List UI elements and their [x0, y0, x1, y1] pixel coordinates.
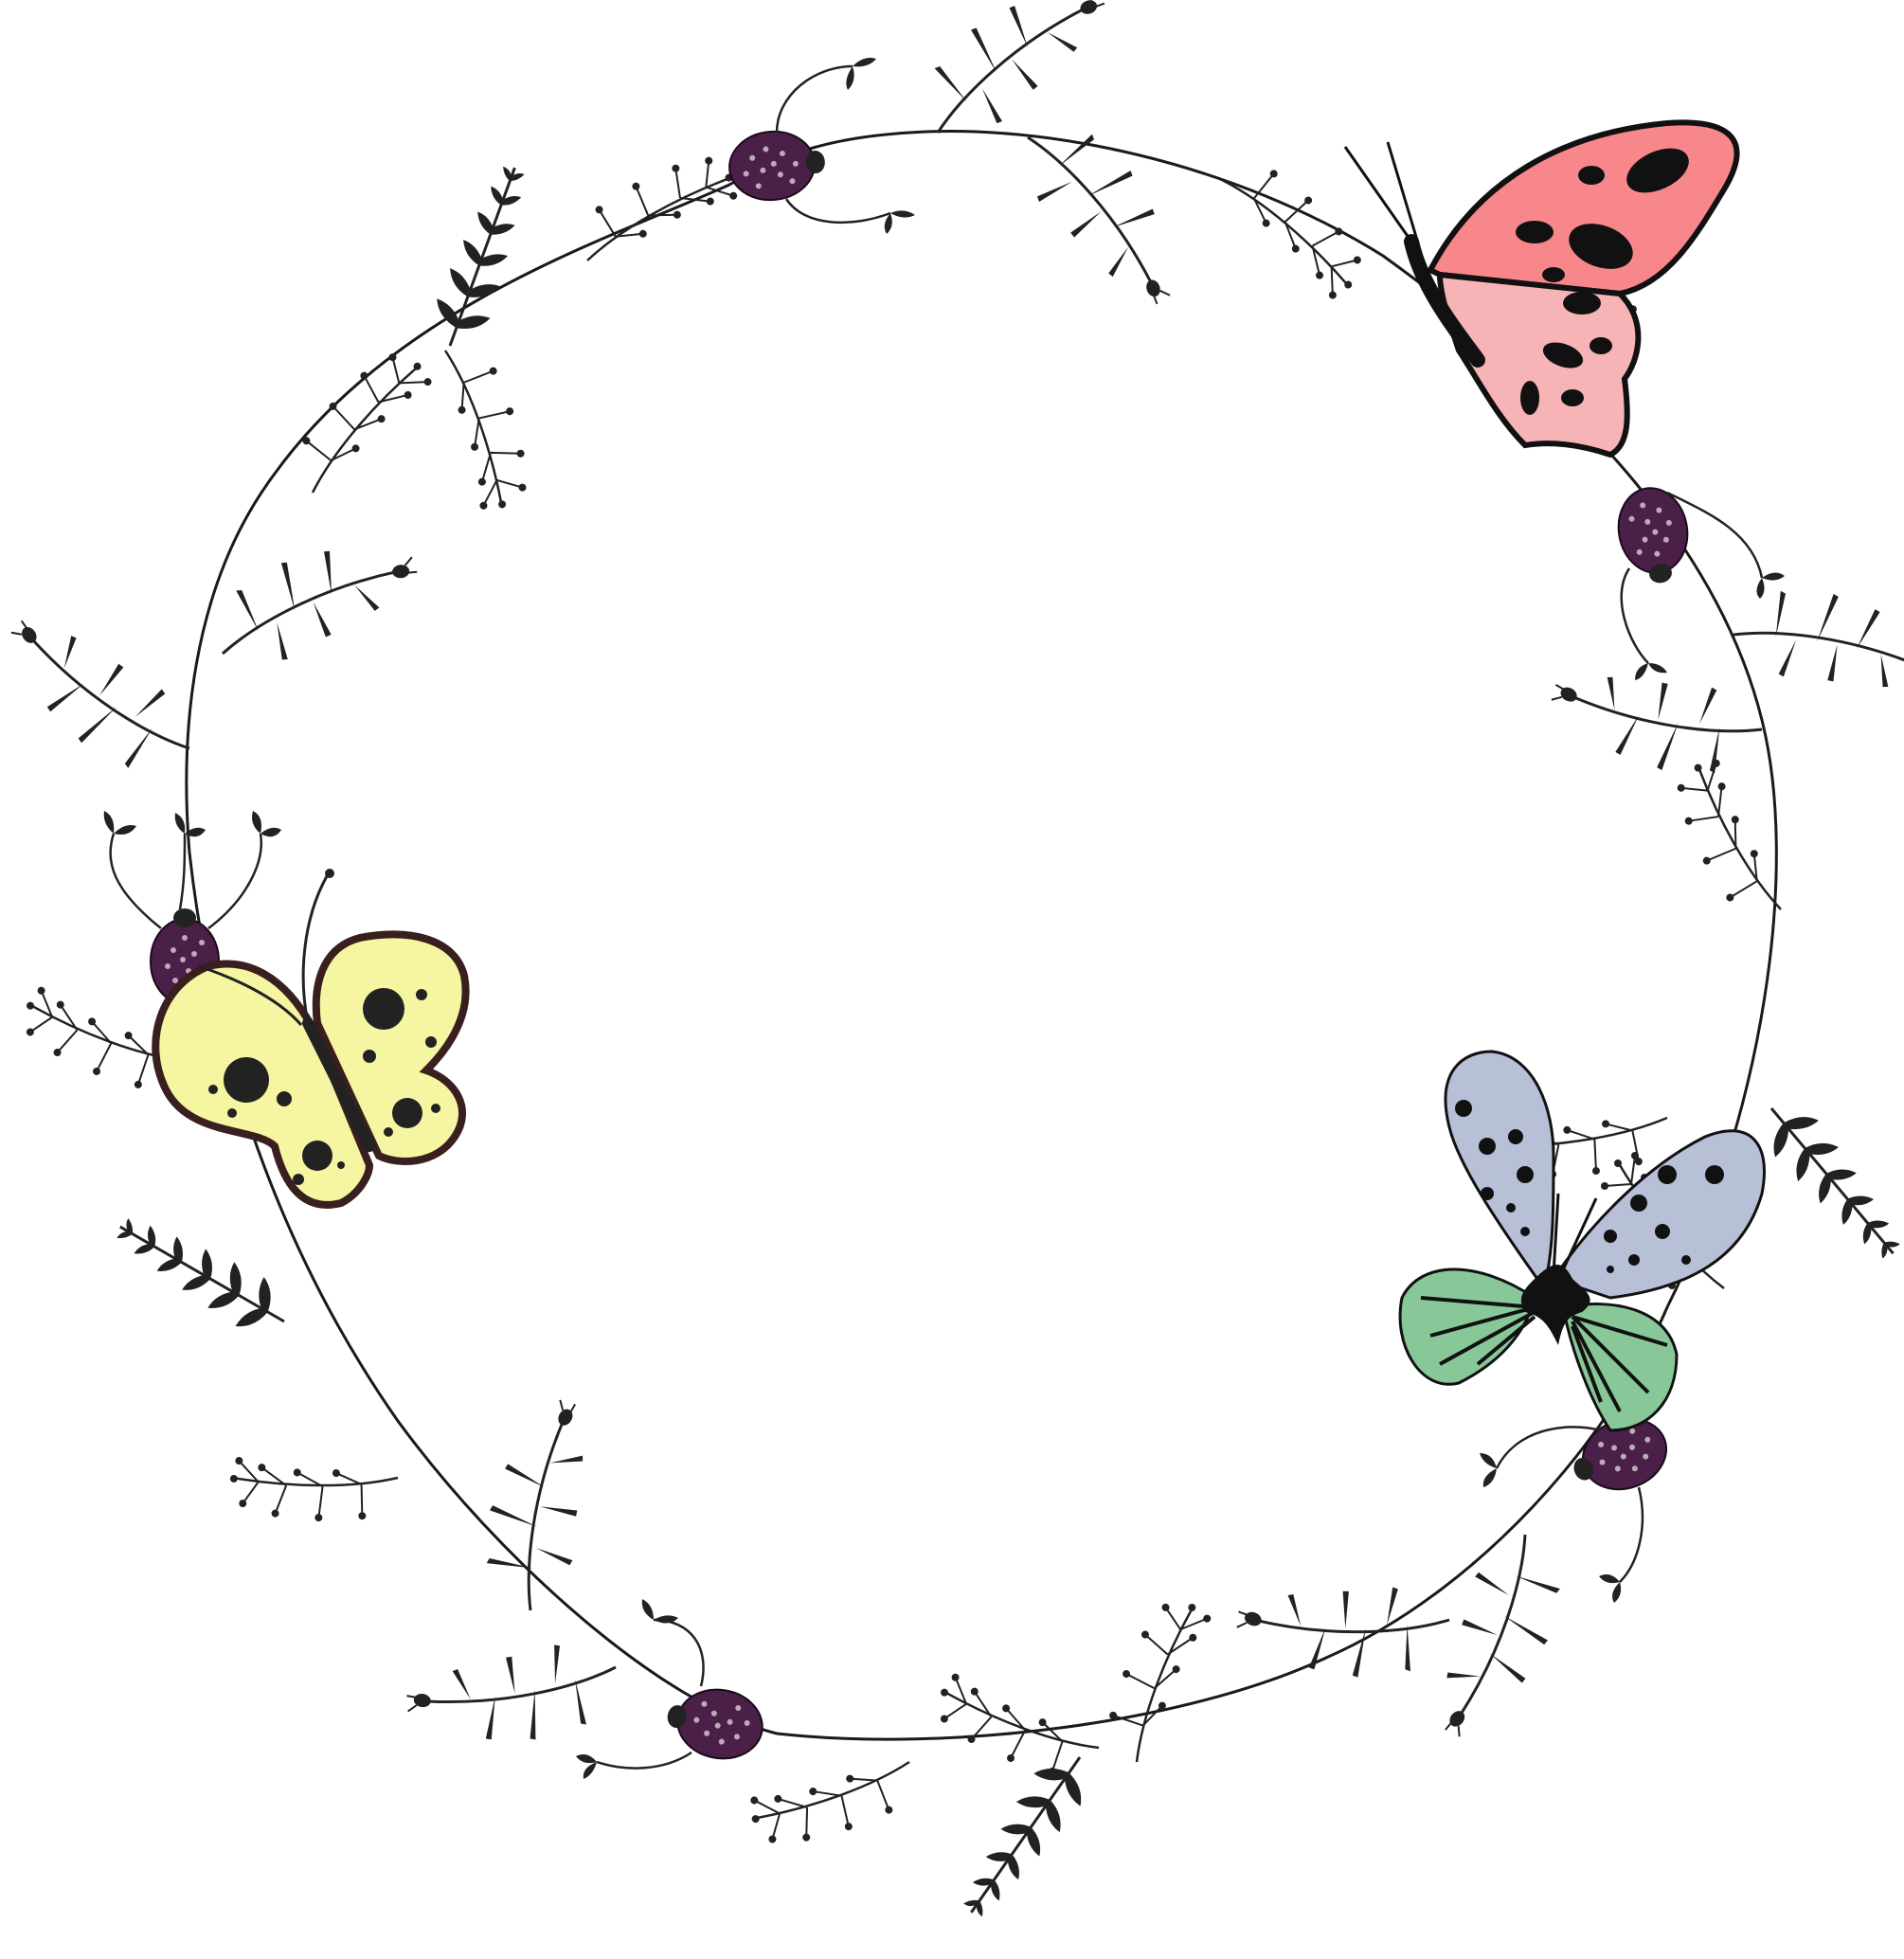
tendrils [109, 64, 1764, 1770]
blue-green-butterfly [1398, 1050, 1766, 1432]
ladybug-top [726, 126, 829, 205]
sprig-bottom [212, 1388, 1598, 1931]
yellow-butterfly [152, 869, 470, 1209]
ladybug-right-top [1610, 481, 1697, 590]
sprig-top [584, 0, 1369, 332]
wreath-vine [185, 130, 1778, 1741]
tendril-buds [103, 58, 1785, 1779]
pink-butterfly [1343, 119, 1740, 458]
ladybug-bottom [660, 1680, 769, 1767]
